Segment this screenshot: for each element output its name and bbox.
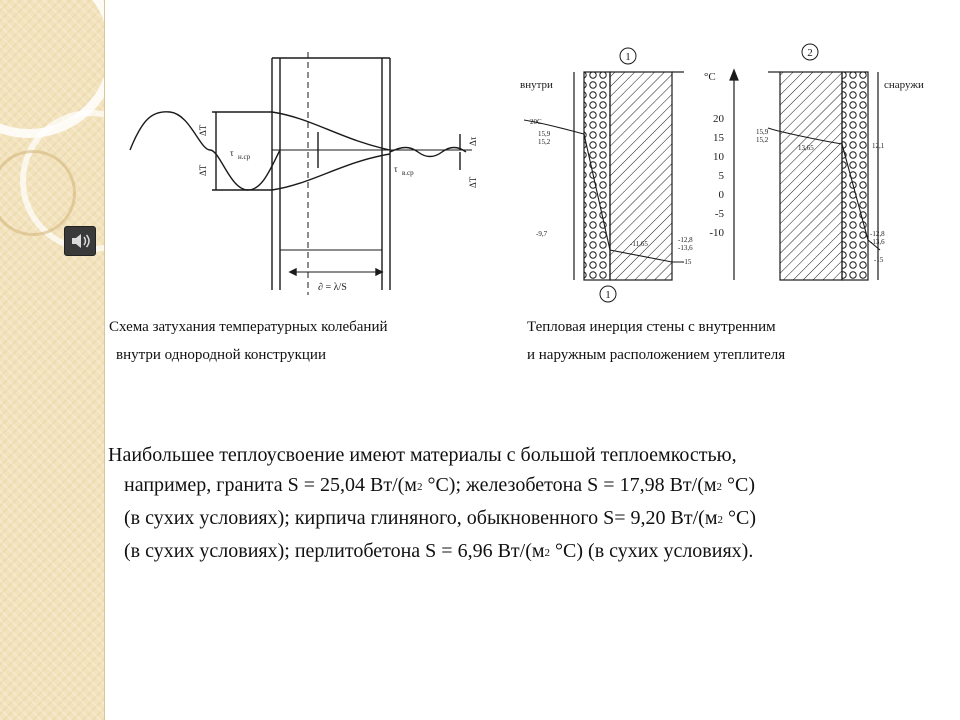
left-caption-line2: внутри однородной конструкции [116, 347, 326, 363]
wall2-value: 13,65 [798, 144, 814, 152]
axis-tick: -10 [709, 227, 724, 239]
marker-1-bottom: 1 [605, 289, 611, 301]
axis-tick: 15 [713, 132, 725, 144]
decorative-side-strip [0, 0, 104, 720]
marker-2-top: 2 [807, 47, 813, 59]
wall1-value: 20С [530, 118, 542, 126]
damping-diagram: ΔT ΔT τ н.ср τ в.ср Δτ ΔT ∂ = λ/S [129, 52, 478, 295]
body-row: Наибольшее теплоусвоение имеют материалы… [108, 440, 926, 470]
wall1-value: -12,8 [678, 236, 693, 244]
wall1-value: -13,6 [678, 244, 693, 252]
axis-tick: -5 [715, 208, 725, 220]
wall1-value: 15,9 [538, 130, 551, 138]
ratio-label: ∂ = λ/S [318, 282, 347, 293]
unit-label: °С [704, 71, 716, 83]
tau-n-label: τ [230, 148, 234, 158]
body-row4-part: (в сухих условиях); перлитобетона S = 6,… [124, 540, 545, 562]
axis-tick: 0 [719, 189, 725, 201]
tau-v-sub-label: в.ср [402, 169, 414, 177]
body-row4-part: °С) (в сухих условиях). [550, 540, 754, 562]
wall2-value: -12,8 [870, 230, 885, 238]
wall2-value: -13,6 [870, 238, 885, 246]
left-caption-line1: Схема затухания температурных колебаний [109, 319, 388, 335]
wall1-value: 15,2 [538, 138, 551, 146]
body-row3-part: °С) [723, 507, 756, 529]
body-row2-part: например, гранита S = 25,04 Вт/(м [124, 474, 417, 496]
wall2-value: 12,1 [872, 142, 885, 150]
axis-tick: 20 [713, 113, 725, 125]
body-row: (в сухих условиях); кирпича глиняного, о… [108, 503, 926, 536]
superscript: 2 [544, 547, 551, 559]
tau-v-label: τ [394, 164, 398, 174]
wall2-value: 15,9 [756, 128, 769, 136]
marker-1-top: 1 [625, 51, 631, 63]
superscript: 2 [717, 514, 724, 526]
body-row3-part: (в сухих условиях); кирпича глиняного, о… [124, 507, 718, 529]
body-row2-part: °С) [722, 474, 756, 496]
delta-t-v2-label: ΔT [468, 176, 478, 188]
delta-t-n2-label: ΔT [198, 164, 208, 176]
axis-tick: 10 [713, 151, 725, 163]
right-caption-line2: и наружным расположением утеплителя [527, 347, 786, 363]
outside-label: снаружи [884, 79, 924, 91]
right-caption-line1: Тепловая инерция стены с внутренним [527, 319, 776, 335]
decorative-ring [0, 150, 76, 236]
wall2-value: -15 [874, 256, 884, 264]
strip-divider [104, 0, 105, 720]
right-caption: Тепловая инерция стены с внутренним и на… [527, 313, 785, 369]
wall1-value: -11,65 [630, 240, 648, 248]
body-row: например, гранита S = 25,04 Вт/(м2 °С); … [108, 470, 926, 503]
axis-tick: 5 [719, 170, 725, 182]
delta-t-n-label: ΔT [198, 124, 208, 136]
speaker-icon[interactable] [64, 226, 96, 256]
inside-label: внутри [520, 79, 553, 91]
body-paragraph: Наибольшее теплоусвоение имеют материалы… [108, 440, 926, 569]
wall2-value: 15,2 [756, 136, 769, 144]
body-row1: Наибольшее теплоусвоение имеют материалы… [108, 444, 737, 466]
wall1-value: -15 [682, 258, 692, 266]
tau-n-sub-label: н.ср [238, 153, 251, 161]
superscript: 2 [716, 481, 723, 493]
left-caption: Схема затухания температурных колебаний … [109, 313, 388, 369]
wall1-value: -9,7 [536, 230, 548, 238]
thermal-inertia-diagram: 1 2 1 внутри снаружи °С 20 15 10 5 0 -5 … [520, 43, 924, 303]
body-row2-part: °С); железобетона S = 17,98 Вт/(м [422, 474, 717, 496]
superscript: 2 [416, 481, 423, 493]
delta-tau-label: Δτ [468, 136, 478, 146]
body-row: (в сухих условиях); перлитобетона S = 6,… [108, 536, 926, 569]
